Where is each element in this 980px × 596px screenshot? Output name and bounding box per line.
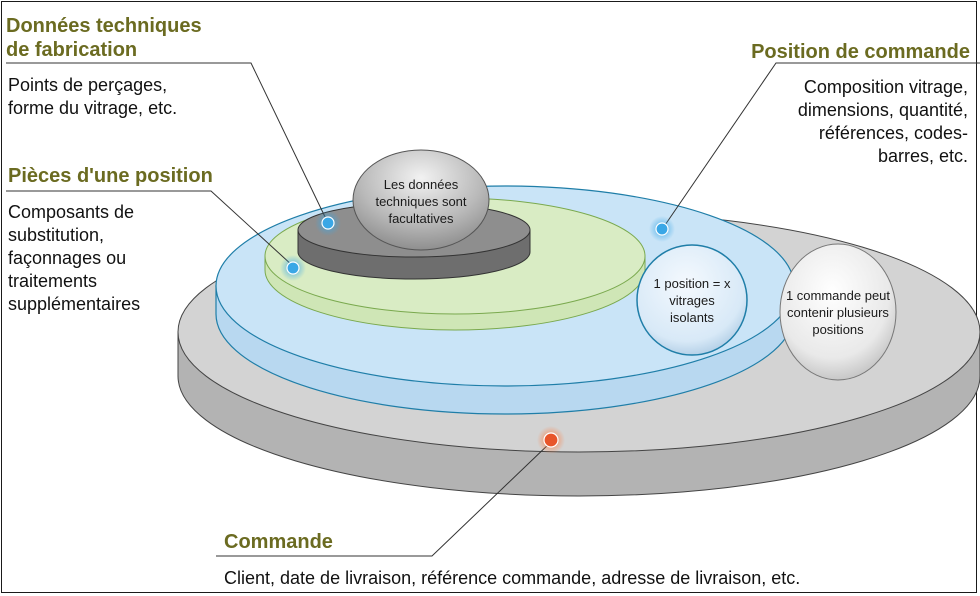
pieces-title: Pièces d'une position <box>8 164 213 188</box>
position-bubble-text: 1 position = x vitrages isolants <box>632 275 752 326</box>
position-title-line: Position de commande <box>751 41 970 63</box>
pieces-description: Composants de substitution, façonnages o… <box>8 201 140 316</box>
leader-line-position <box>662 62 980 229</box>
marker-pieces <box>280 255 306 281</box>
position-description-line: barres, etc. <box>877 146 968 166</box>
commande-title: Commande <box>224 530 333 554</box>
pieces-description-line: Composants de <box>8 202 135 222</box>
position-description-line: références, codes- <box>818 123 968 143</box>
commande-bubble-text: 1 commande peut contenir plusieurs posit… <box>778 287 898 338</box>
fabrication-description-line: Points de perçages, <box>8 75 168 95</box>
commande-description: Client, date de livraison, référence com… <box>224 567 800 590</box>
leader-line-pieces <box>6 190 294 267</box>
position-description-line: dimensions, quantité, <box>797 100 968 120</box>
position-bubble <box>636 244 748 356</box>
fabrication-title-line: de fabrication <box>6 39 138 61</box>
pieces-title-line: Pièces d'une position <box>8 165 213 187</box>
pieces-description-line: façonnages ou <box>8 248 127 268</box>
position-description-line: Composition vitrage, <box>803 77 968 97</box>
fabrication-title-line: Données techniques <box>6 15 202 37</box>
technical-bubble-line: techniques sont <box>375 194 467 209</box>
position-description: Composition vitrage, dimensions, quantit… <box>798 76 968 168</box>
fabrication-description-line: forme du vitrage, etc. <box>8 98 178 118</box>
commande-bubble-line: 1 commande peut <box>785 288 891 303</box>
leader-line-fabrication <box>6 62 328 222</box>
leader-line-commande <box>216 441 552 557</box>
technical-bubble-line: Les données <box>383 177 459 192</box>
pieces-description-line: traitements <box>8 271 98 291</box>
technical-bubble-text: Les données techniques sont facultatives <box>361 176 481 227</box>
technical-bubble <box>352 149 490 251</box>
commande-description-line: Client, date de livraison, référence com… <box>224 568 801 588</box>
commande-bubble-line: contenir plusieurs <box>787 305 889 320</box>
technical-bubble-line: facultatives <box>388 211 454 226</box>
marker-position <box>649 216 675 242</box>
pieces-description-line: supplémentaires <box>8 294 141 314</box>
commande-bubble <box>779 243 897 381</box>
fabrication-title: Données techniques de fabrication <box>6 14 202 62</box>
marker-commande <box>537 426 565 454</box>
position-bubble-line: 1 position = x <box>653 276 731 291</box>
marker-fabrication <box>315 210 341 236</box>
commande-title-line: Commande <box>224 531 333 553</box>
position-bubble-line: vitrages <box>669 293 715 308</box>
pieces-description-line: substitution, <box>8 225 105 245</box>
fabrication-description: Points de perçages, forme du vitrage, et… <box>8 74 177 120</box>
position-bubble-line: isolants <box>669 310 715 325</box>
position-title: Position de commande <box>751 40 970 64</box>
commande-bubble-line: positions <box>812 322 864 337</box>
